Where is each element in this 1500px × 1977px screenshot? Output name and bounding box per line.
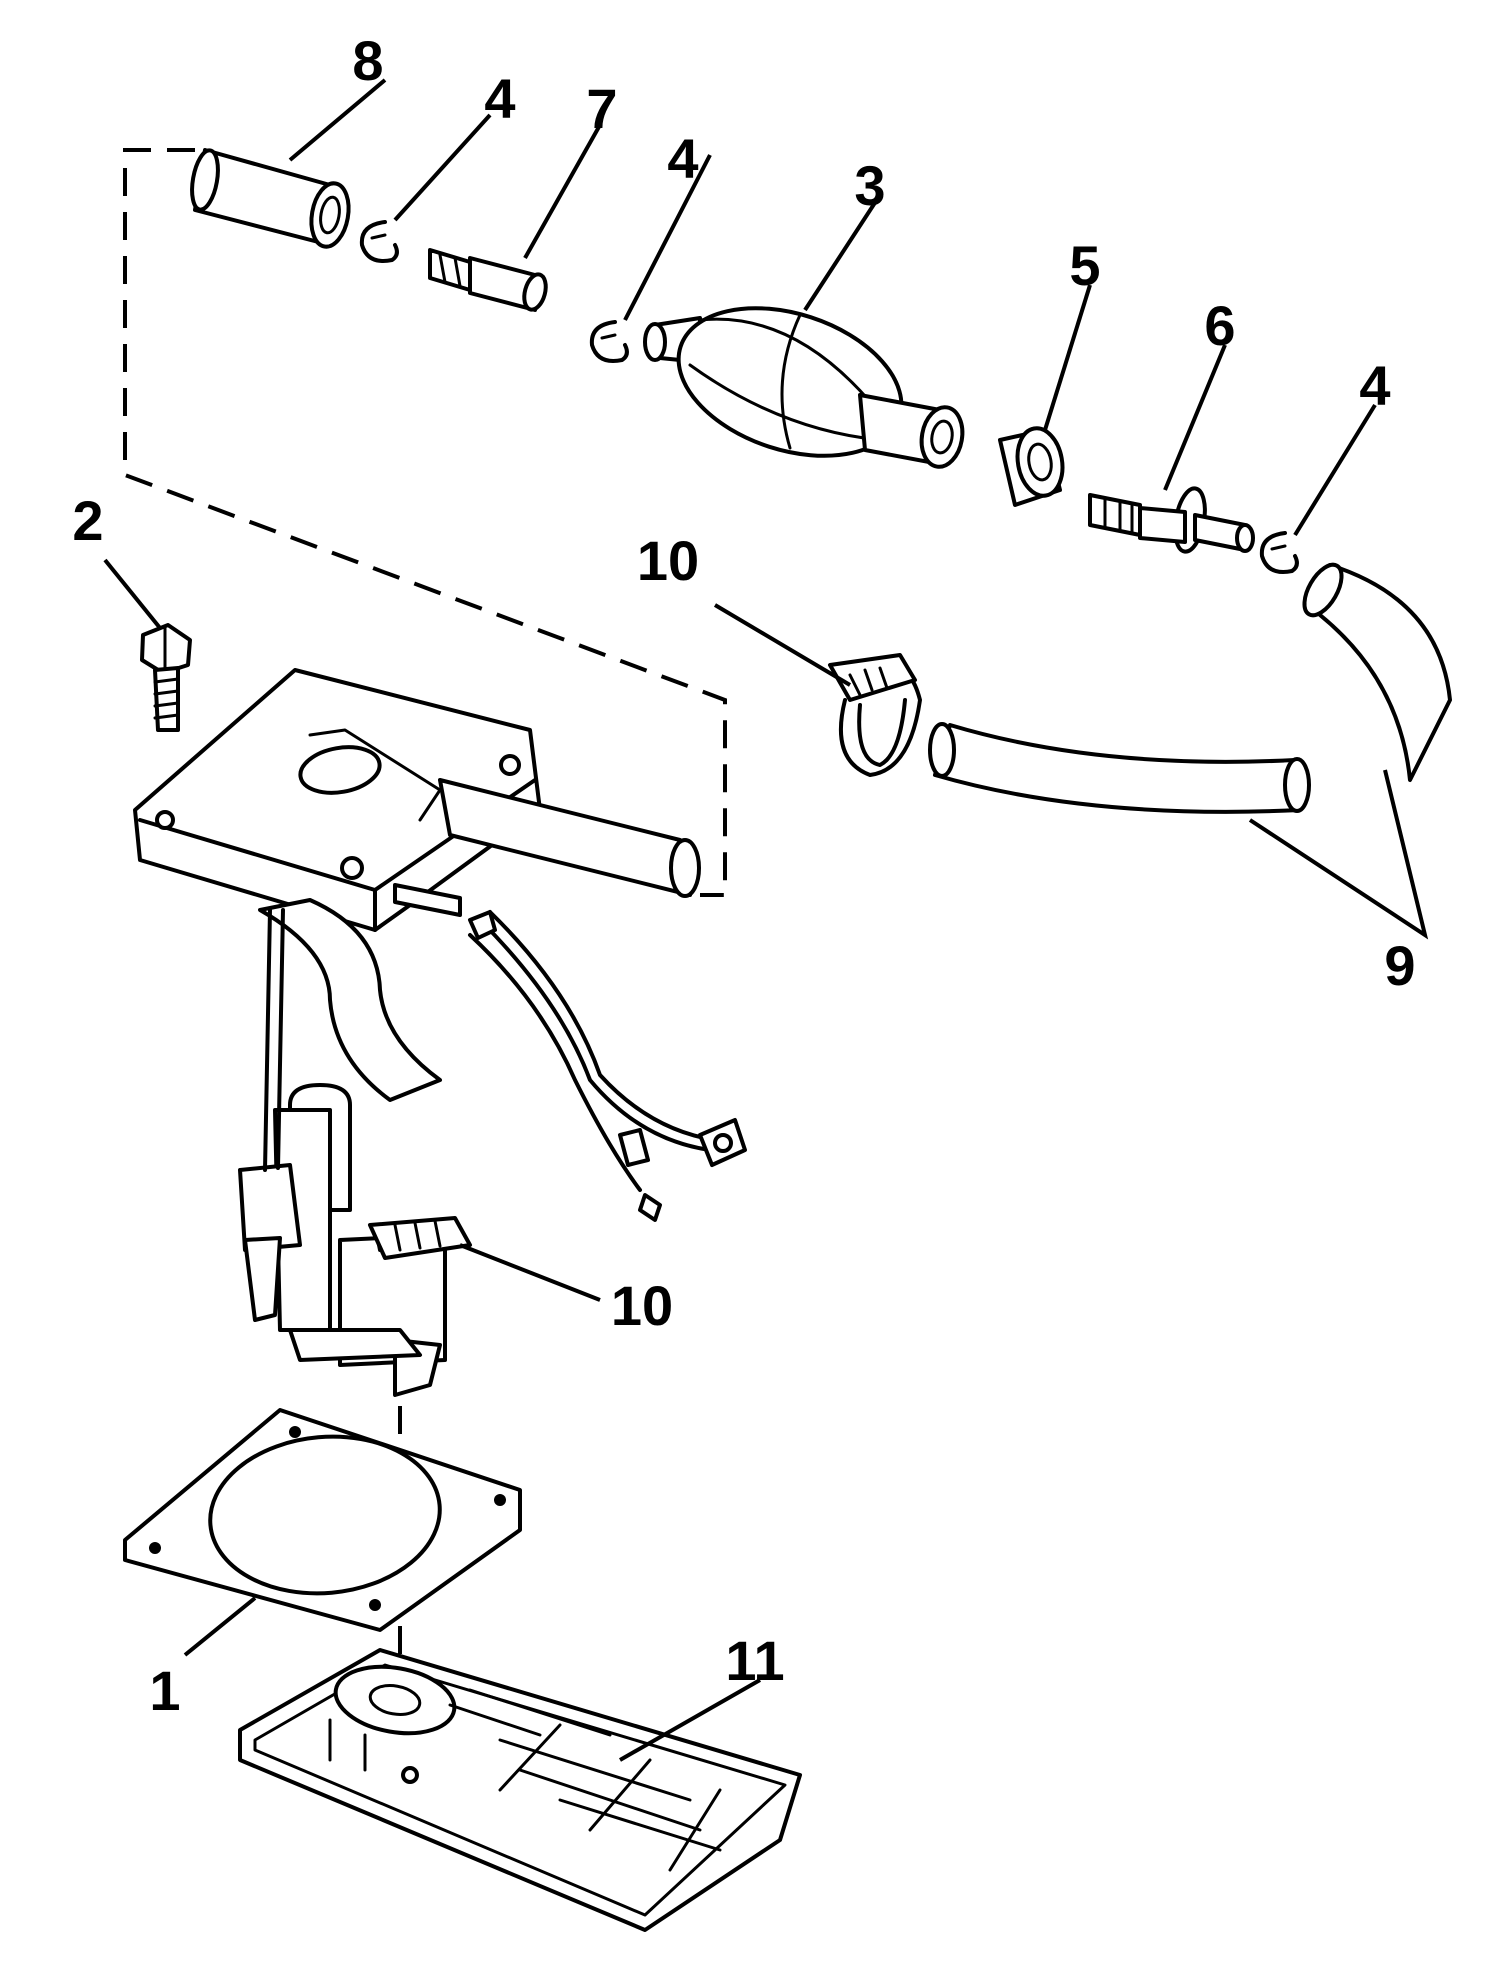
- label-7: 7: [586, 77, 617, 140]
- part-labels: 8 4 7 4 3 5 6 4 2 10 9 10 1 11: [72, 29, 1415, 1722]
- label-5: 5: [1069, 234, 1100, 297]
- part-4-clip-c: [1259, 531, 1299, 574]
- label-4b: 4: [667, 127, 698, 190]
- part-3-primer-bulb: [643, 306, 965, 469]
- part-6-check-valve: [1088, 486, 1255, 554]
- assembly-dashed-outline: [123, 148, 727, 1680]
- part-9-hose-upper: [1302, 562, 1452, 782]
- label-10a: 10: [637, 529, 699, 592]
- part-11-filter-screen: [238, 1648, 802, 1932]
- label-11: 11: [725, 1629, 784, 1692]
- label-1: 1: [149, 1659, 180, 1722]
- label-4c: 4: [1359, 354, 1390, 417]
- part-2-bolt: [140, 623, 192, 732]
- label-8: 8: [352, 29, 383, 92]
- fuel-pump-body: [133, 668, 701, 1397]
- label-2: 2: [72, 489, 103, 552]
- part-4-clip-b: [589, 320, 629, 363]
- part-10-clamp-lower: [368, 1216, 472, 1260]
- leader-lines: [103, 78, 1429, 1762]
- wiring-harness: [468, 910, 747, 1222]
- part-5-collar: [998, 426, 1065, 507]
- label-10b: 10: [611, 1274, 673, 1337]
- part-7-barbed-fitting: [428, 248, 548, 312]
- part-1-gasket: [123, 1408, 522, 1632]
- part-8-hose-section: [190, 148, 351, 249]
- label-3: 3: [854, 154, 885, 217]
- label-6: 6: [1204, 294, 1235, 357]
- part-9-hose-lower: [928, 722, 1311, 814]
- label-9: 9: [1384, 934, 1415, 997]
- part-4-clip-a: [359, 220, 399, 263]
- label-4a: 4: [484, 67, 515, 130]
- part-10-clamp-upper: [828, 653, 922, 777]
